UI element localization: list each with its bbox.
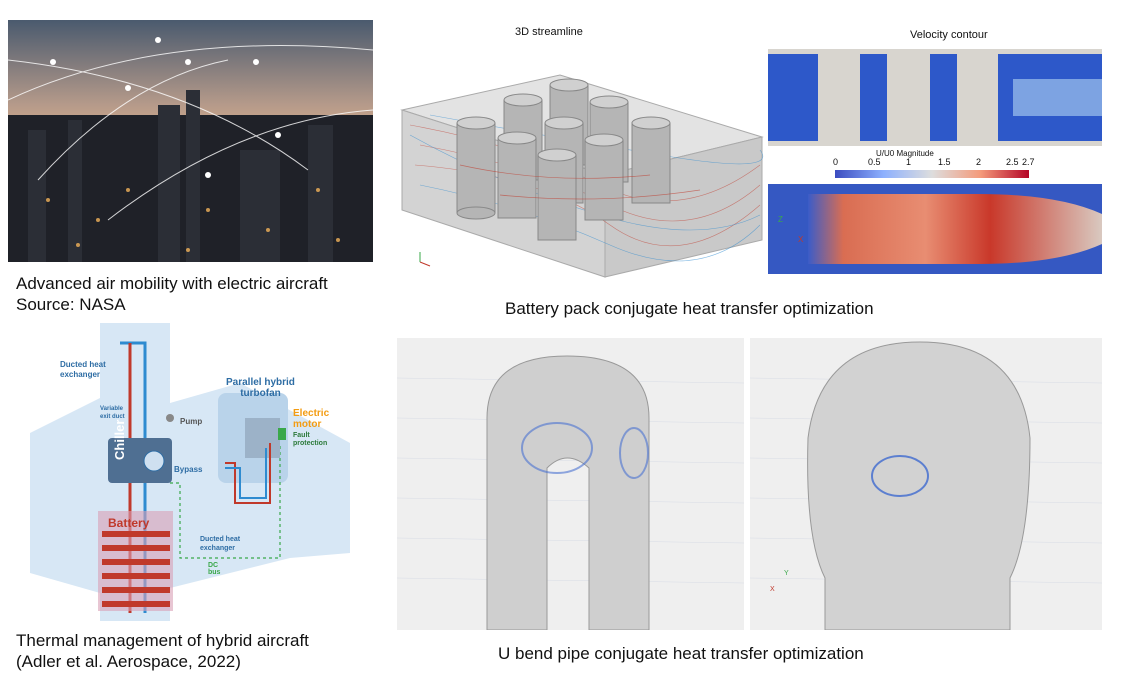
- colorbar: [835, 170, 1029, 178]
- label-ducted-hx-line2: exchanger: [60, 370, 101, 379]
- label-hx2-line1: Ducted heat: [200, 536, 241, 543]
- thermal-caption: Thermal management of hybrid aircraft (A…: [16, 630, 309, 672]
- streamline-title: 3D streamline: [515, 26, 583, 38]
- ubend-right: [749, 338, 1103, 631]
- colorbar-title: U/U0 Magnitude: [876, 149, 934, 158]
- colorbar-tick: 1.5: [938, 157, 951, 167]
- colorbar-tick: 2.5: [1006, 157, 1019, 167]
- city-caption-line1: Advanced air mobility with electric airc…: [16, 274, 328, 293]
- label-variable-line1: Variable: [100, 406, 124, 412]
- label-ducted-hx-line1: Ducted heat: [60, 360, 106, 369]
- label-ducted-hx-2: Ducted heat exchanger: [200, 535, 240, 553]
- label-ducted-hx: Ducted heat exchanger: [60, 360, 106, 380]
- axis-y-label: Y: [784, 570, 789, 577]
- axis-x-label: X: [798, 235, 804, 244]
- streamline-axes: [416, 248, 436, 270]
- label-parallel-line1: Parallel hybrid: [226, 377, 295, 388]
- axis-z-label: Z: [778, 215, 783, 224]
- ubend-axes: Y X: [768, 570, 798, 596]
- colorbar-ticks: 0 0.5 1 1.5 2 2.5 2.7: [828, 157, 1038, 169]
- label-bypass: Bypass: [174, 465, 203, 474]
- label-chiller: Chiller: [112, 419, 127, 460]
- label-dc-bus: DC bus: [208, 562, 221, 576]
- label-parallel-hybrid: Parallel hybrid turbofan: [226, 377, 295, 399]
- label-electric-motor: Electric motor: [293, 408, 329, 430]
- contour-top: [768, 49, 1102, 146]
- label-hx2-line2: exchanger: [200, 545, 236, 552]
- colorbar-tick: 0.5: [868, 157, 881, 167]
- label-fault-line2: protection: [293, 440, 328, 447]
- label-parallel-line2: turbofan: [240, 388, 281, 399]
- streamline-figure: [400, 55, 765, 280]
- city-caption: Advanced air mobility with electric airc…: [16, 273, 328, 315]
- battery-caption: Battery pack conjugate heat transfer opt…: [505, 299, 874, 318]
- contour-bottom: [768, 184, 1102, 274]
- ubend-caption: U bend pipe conjugate heat transfer opti…: [498, 644, 864, 663]
- label-fault-line1: Fault: [293, 432, 310, 439]
- ubend-left: [396, 338, 745, 631]
- label-motor-line2: motor: [293, 419, 322, 430]
- label-motor-line1: Electric: [293, 408, 330, 419]
- label-fault-protection: Fault protection: [293, 432, 327, 448]
- label-variable-line2: exit duct: [100, 414, 125, 420]
- axis-x-label-2: X: [770, 586, 775, 593]
- contour-title: Velocity contour: [910, 29, 988, 41]
- label-battery: Battery: [108, 516, 150, 530]
- thermal-caption-line1: Thermal management of hybrid aircraft: [16, 631, 309, 650]
- thermal-caption-line2: (Adler et al. Aerospace, 2022): [16, 652, 241, 671]
- colorbar-tick: 2: [976, 157, 982, 167]
- thermal-diagram: [30, 323, 350, 621]
- contour-axes: Z X: [772, 215, 812, 250]
- city-photo: [7, 20, 374, 262]
- label-variable-exit-duct: Variable exit duct: [100, 405, 125, 421]
- label-pump: Pump: [180, 417, 203, 426]
- city-caption-line2: Source: NASA: [16, 295, 126, 314]
- colorbar-tick: 0: [833, 157, 839, 167]
- colorbar-tick: 1: [906, 157, 912, 167]
- colorbar-tick: 2.7: [1022, 157, 1035, 167]
